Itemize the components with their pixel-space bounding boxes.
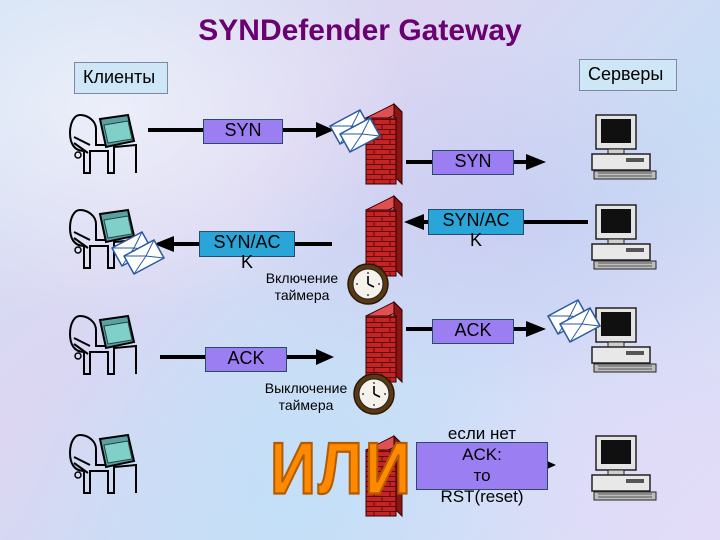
msg-rst [416,442,548,490]
msg-rst-line1: если нет [447,424,517,443]
timer-on-line1: Включение [265,270,339,286]
server-pc-icon [591,114,657,180]
msg-ack-server: ACK [432,319,514,344]
msg-synack-client: SYN/AC K [199,231,295,272]
msg-rst-line3: то [473,466,491,485]
client-pc-icon [69,434,137,494]
server-pc-icon [591,204,657,270]
timer-on-line2: таймера [274,287,330,303]
msg-rst-text: если нет ACK: то RST(reset) [400,423,564,507]
client-pc-icon [69,114,137,174]
page-title: SYNDefender Gateway [198,14,522,47]
msg-syn-server: SYN [432,150,514,175]
servers-label: Серверы [579,59,677,91]
msg-ack-client: ACK [205,347,287,372]
msg-syn-client: SYN [203,119,283,144]
msg-rst-line2: ACK: [462,445,502,464]
msg-synack-client-line1: SYN/AC [213,232,281,252]
firewall-icon [365,301,403,383]
server-pc-icon [591,307,657,373]
timer-on-note: Включение таймера [254,270,350,304]
msg-synack-server: SYN/AC K [428,209,524,250]
timer-off-note: Выключение таймера [258,380,354,414]
firewall-icon [365,103,403,185]
server-pc-icon [591,435,657,501]
msg-synack-client-line2: K [240,252,253,272]
clock-icon [353,373,395,415]
client-pc-icon [69,315,137,375]
msg-synack-server-line1: SYN/AC [442,210,510,230]
timer-off-line2: таймера [278,397,334,413]
timer-off-line1: Выключение [264,380,348,396]
msg-synack-server-line2: K [469,230,482,250]
clients-label: Клиенты [74,62,168,94]
or-word: или [269,426,413,510]
msg-rst-line4: RST(reset) [440,487,524,506]
clock-icon [347,263,389,305]
